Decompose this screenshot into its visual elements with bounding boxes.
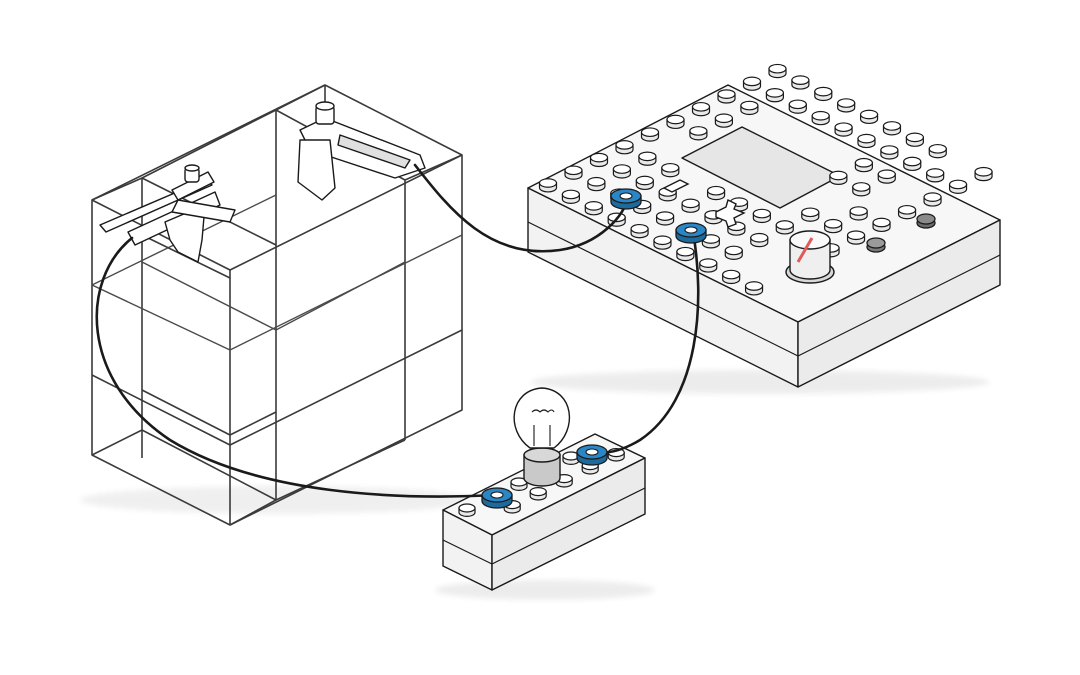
block-stud <box>752 208 771 224</box>
block-stud <box>676 246 695 262</box>
block-right-face <box>797 219 1001 388</box>
block-stud <box>882 121 902 136</box>
block-stud <box>948 179 968 194</box>
block-stud <box>801 207 820 222</box>
block-stud <box>880 145 899 160</box>
terminal-minus[interactable] <box>610 188 642 210</box>
light-bulb-icon <box>513 387 571 487</box>
wire-left-clip-to-bulb <box>95 236 498 498</box>
plus-sign-icon <box>715 198 746 228</box>
block-stud <box>974 166 993 182</box>
bulb-terminal-right[interactable] <box>576 444 608 466</box>
block-stud <box>689 126 708 141</box>
block-stud <box>824 218 843 234</box>
block-stud <box>768 63 787 79</box>
wire-plus-to-bulb <box>592 230 700 454</box>
block-stud <box>849 206 868 221</box>
block-stud <box>538 178 558 193</box>
adjust-knob[interactable] <box>785 230 835 284</box>
block-stud <box>926 168 945 183</box>
block-stud <box>584 201 603 216</box>
block-stud <box>589 152 609 168</box>
block-stud <box>775 220 794 235</box>
bulb-terminal-left[interactable] <box>481 487 513 509</box>
block-stud <box>846 230 866 245</box>
polarity-marks <box>662 179 746 228</box>
block-stud <box>872 217 891 233</box>
block-stud <box>691 101 711 117</box>
block-stud <box>612 164 631 179</box>
block-stud <box>814 86 833 102</box>
block-stud <box>857 133 876 149</box>
terminal-plus[interactable] <box>675 222 707 244</box>
wire-right-clip-to-minus <box>413 163 630 253</box>
block-stud <box>658 187 677 202</box>
block-stud <box>666 114 685 129</box>
block-stud <box>564 165 583 180</box>
block-stud <box>791 75 810 90</box>
block-stud <box>722 269 741 285</box>
block-stud <box>699 258 718 273</box>
block-stud <box>655 211 675 226</box>
block-stud <box>750 232 769 248</box>
block-stud <box>630 223 649 239</box>
block-stud <box>928 143 947 159</box>
block-stud <box>905 132 924 147</box>
block-stud <box>744 281 764 296</box>
block-stud <box>877 169 896 184</box>
button-right[interactable] <box>916 213 936 229</box>
block-stud <box>742 76 762 91</box>
block-stud <box>724 245 743 260</box>
block-stud <box>717 89 736 104</box>
block-stud <box>740 100 759 116</box>
block-stud <box>587 176 606 192</box>
transparent-tank <box>80 84 480 526</box>
block-buttons[interactable] <box>866 213 936 253</box>
block-stud <box>701 234 720 249</box>
block-stud <box>640 127 660 142</box>
bulb-block-stud <box>458 503 476 517</box>
block-stud <box>923 192 942 207</box>
bulb-block-stud <box>510 477 528 491</box>
block-stud <box>837 98 856 113</box>
block-stud <box>811 110 830 126</box>
button-left[interactable] <box>866 237 886 253</box>
terminals <box>481 188 707 509</box>
bulb-block-right <box>491 457 646 591</box>
block-stud <box>653 235 672 250</box>
left-electrode-clip <box>99 164 236 263</box>
water-level <box>91 194 463 351</box>
block-stud <box>859 109 879 124</box>
block-stud <box>852 182 871 197</box>
block-stud <box>903 156 922 172</box>
block-stud <box>765 87 784 103</box>
block-stud <box>661 162 680 178</box>
block-stud <box>854 157 873 173</box>
minus-sign-icon <box>662 179 690 193</box>
block-stud <box>897 204 917 220</box>
bulb-block-stud <box>529 487 547 501</box>
block-stud <box>788 99 807 114</box>
block-stud <box>829 170 848 185</box>
block-stud <box>635 175 654 190</box>
wires <box>95 163 700 498</box>
block-stud <box>561 189 580 204</box>
block-stud <box>706 185 726 201</box>
right-electrode-clip <box>297 101 426 201</box>
block-stud <box>714 113 733 128</box>
block-stud <box>834 122 853 137</box>
block-stud <box>615 140 634 155</box>
block-stud <box>681 198 700 213</box>
block-stud <box>638 151 657 166</box>
